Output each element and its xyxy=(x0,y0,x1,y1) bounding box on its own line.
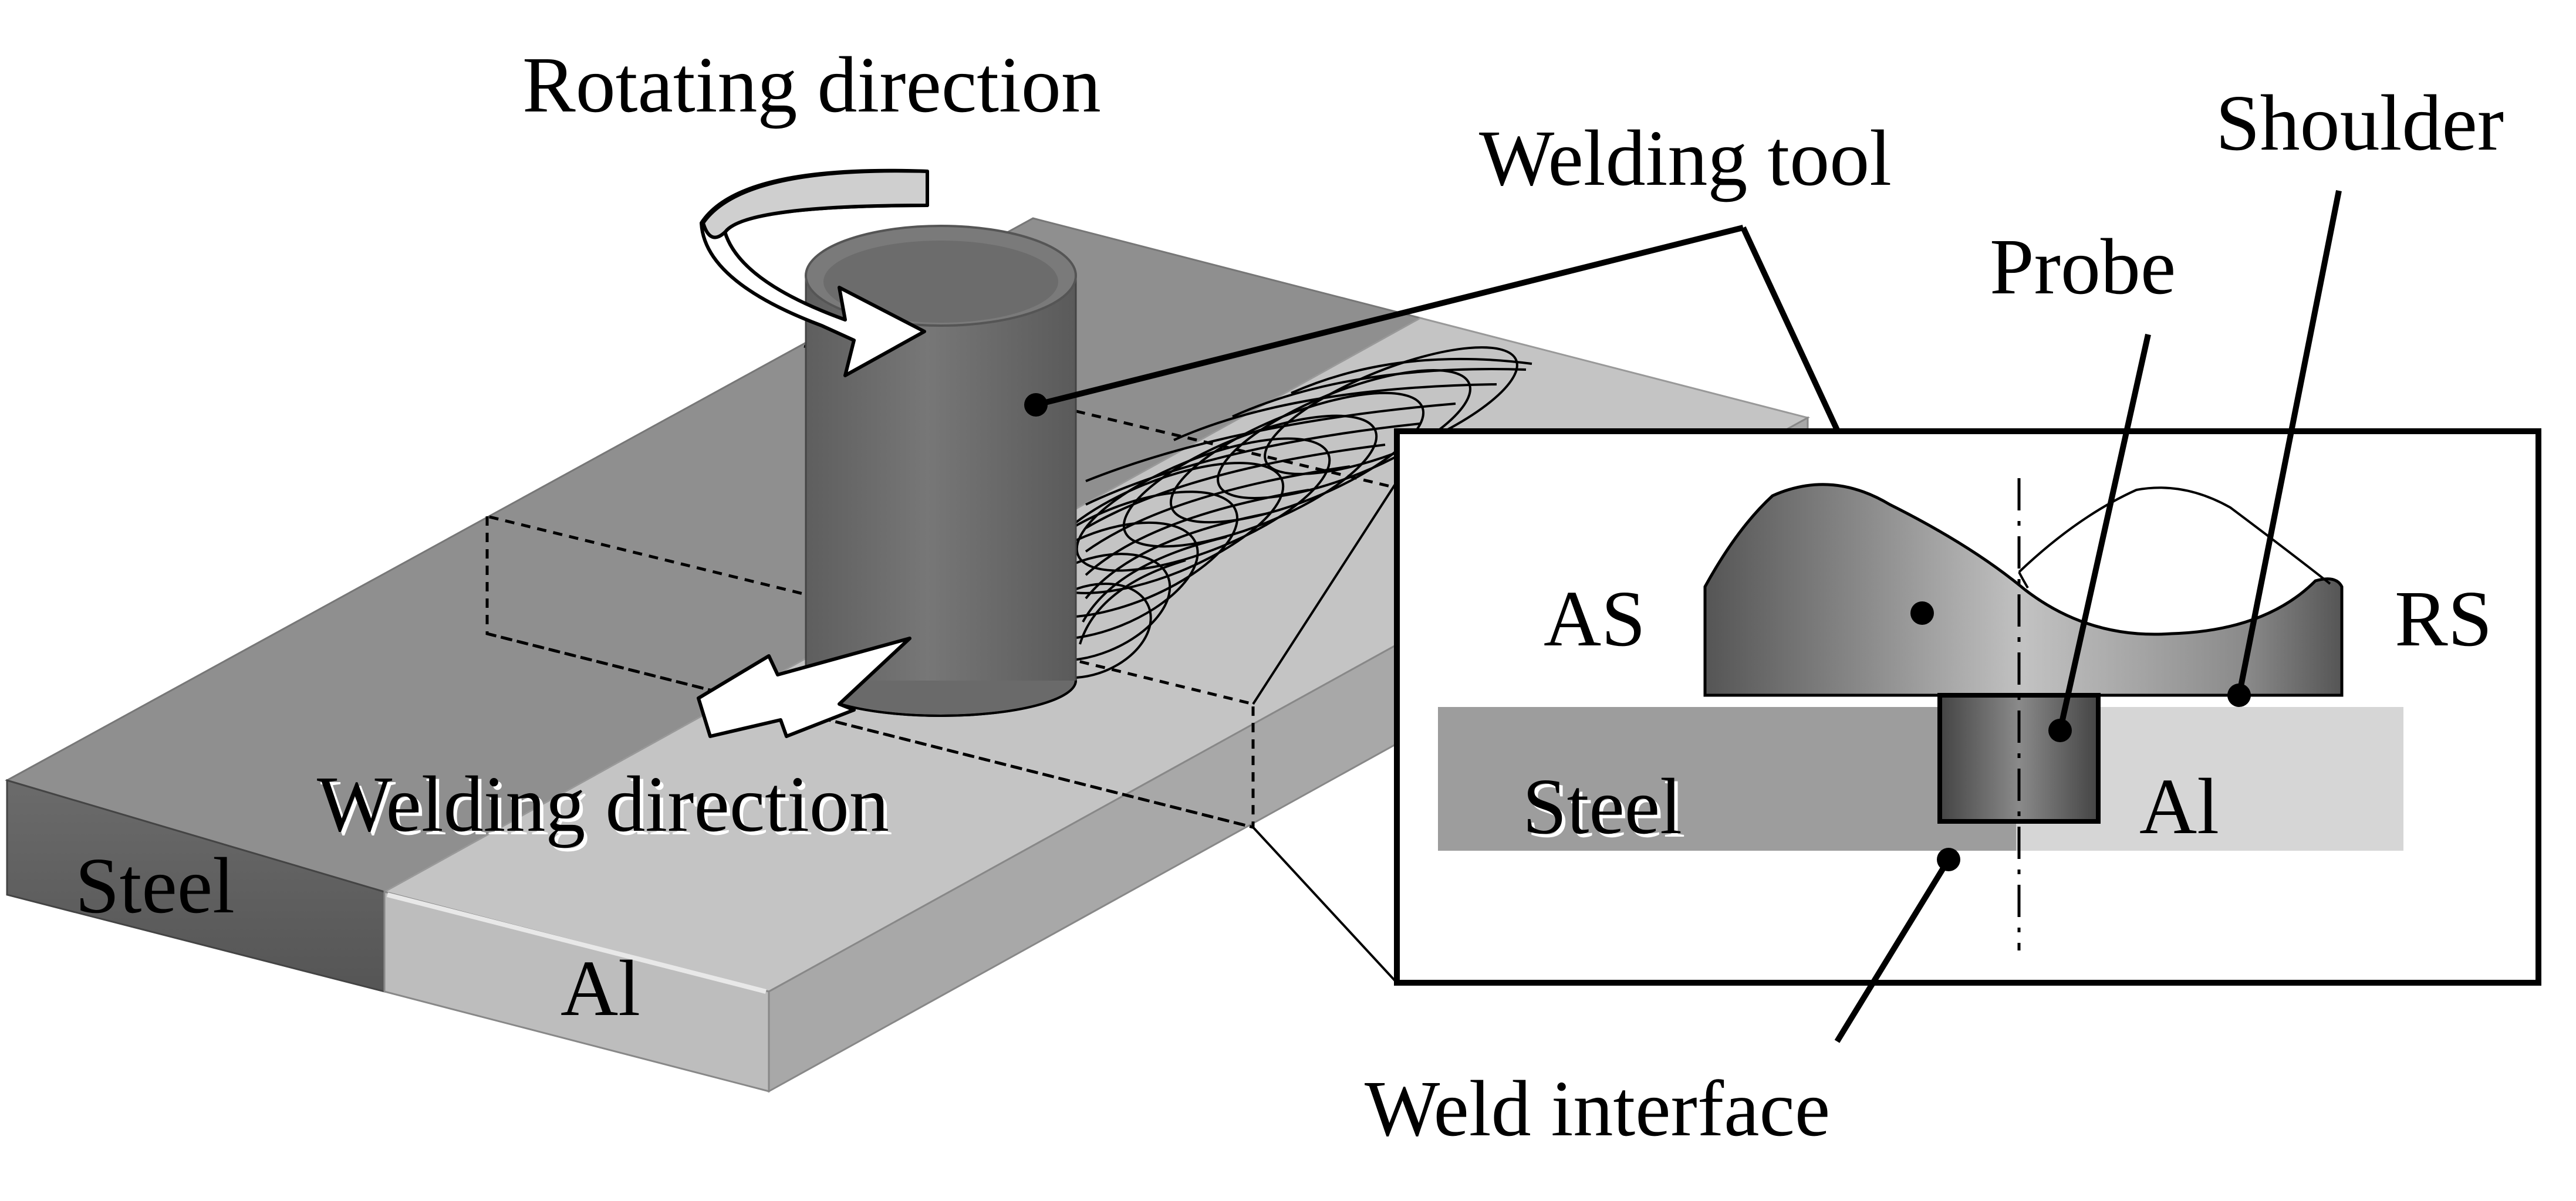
cross-section-inset xyxy=(1394,190,2541,1043)
tool-pin-dot xyxy=(1024,393,1048,417)
tool-body-dot xyxy=(1910,601,1934,625)
rs-label: RS xyxy=(2395,575,2492,663)
shoulder-shape xyxy=(1703,483,2344,697)
rotating-arrow-icon xyxy=(700,168,929,377)
section-al-label: Al xyxy=(2139,763,2219,851)
welding-direction-arrow-icon xyxy=(697,637,911,738)
probe-label: Probe xyxy=(1990,223,2176,311)
steel-plate-label: Steel xyxy=(75,842,235,930)
welding-direction-label: Welding direction xyxy=(317,760,889,848)
weld-interface-label: Weld interface xyxy=(1365,1065,1830,1153)
shoulder-label: Shoulder xyxy=(2216,79,2504,167)
svg-text:Welding direction: Welding direction xyxy=(320,764,893,852)
rotating-direction-label: Rotating direction xyxy=(522,41,1101,129)
shoulder-dot xyxy=(2227,684,2251,707)
interface-dot xyxy=(1937,848,1960,871)
probe-dot xyxy=(2048,719,2072,742)
section-steel xyxy=(1438,707,2016,851)
svg-text:Steel: Steel xyxy=(1526,766,1686,854)
as-label: AS xyxy=(1544,575,1646,663)
al-plate-label: Al xyxy=(561,945,640,1033)
welding-tool-label: Welding tool xyxy=(1479,114,1892,202)
section-steel-label: Steel xyxy=(1522,763,1682,851)
